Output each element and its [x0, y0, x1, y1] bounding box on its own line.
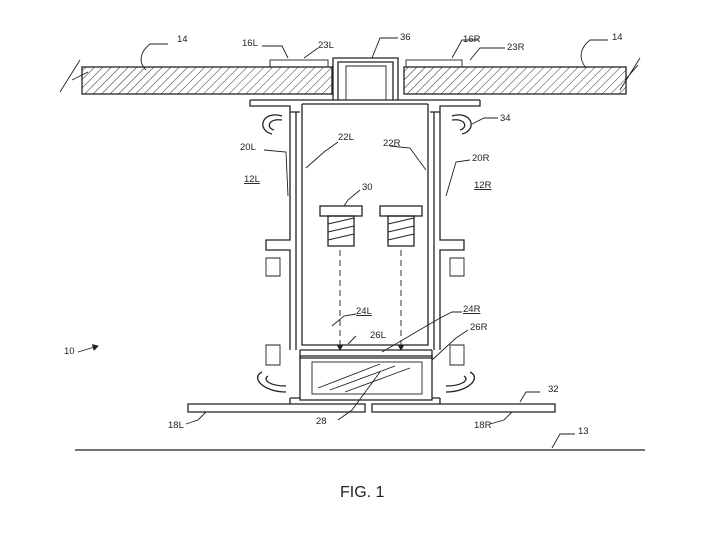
clip-bottom-left	[256, 371, 287, 393]
label-12R: 12R	[474, 180, 492, 191]
clip-top-left	[262, 114, 283, 135]
channel-22	[301, 103, 429, 346]
clip-top-right	[451, 114, 472, 135]
label-26R: 26R	[470, 322, 488, 333]
label-18R: 18R	[474, 420, 492, 431]
figure-caption: FIG. 1	[340, 484, 385, 501]
label-23L: 23L	[318, 40, 334, 51]
label-30: 30	[362, 182, 373, 193]
label-14-right: 14	[612, 32, 623, 43]
label-24L: 24L	[356, 306, 372, 317]
label-10: 10	[64, 346, 75, 357]
label-23R: 23R	[507, 42, 525, 53]
label-26L: 26L	[370, 330, 386, 341]
screw-left	[319, 205, 363, 247]
clip-bottom-right	[445, 371, 476, 393]
cap-36	[332, 57, 399, 100]
label-28: 28	[316, 416, 327, 427]
label-20L: 20L	[240, 142, 256, 153]
label-24R: 24R	[463, 304, 481, 315]
gasket-left	[269, 59, 329, 68]
label-14-left: 14	[177, 34, 188, 45]
label-16L: 16L	[242, 38, 258, 49]
label-32: 32	[548, 384, 559, 395]
insert-block	[299, 355, 433, 401]
label-36: 36	[400, 32, 411, 43]
label-18L: 18L	[168, 420, 184, 431]
label-12L: 12L	[244, 174, 260, 185]
label-16R: 16R	[463, 34, 481, 45]
panel-left	[59, 59, 333, 95]
panel-right	[403, 57, 641, 95]
label-13: 13	[578, 426, 589, 437]
label-34: 34	[500, 113, 511, 124]
gasket-right	[405, 59, 463, 68]
wall-20R	[433, 112, 465, 350]
screw-right	[379, 205, 423, 247]
wall-20L	[265, 112, 297, 350]
base-flange	[187, 403, 556, 413]
label-20R: 20R	[472, 153, 490, 164]
label-22R: 22R	[383, 138, 401, 149]
label-22L: 22L	[338, 132, 354, 143]
